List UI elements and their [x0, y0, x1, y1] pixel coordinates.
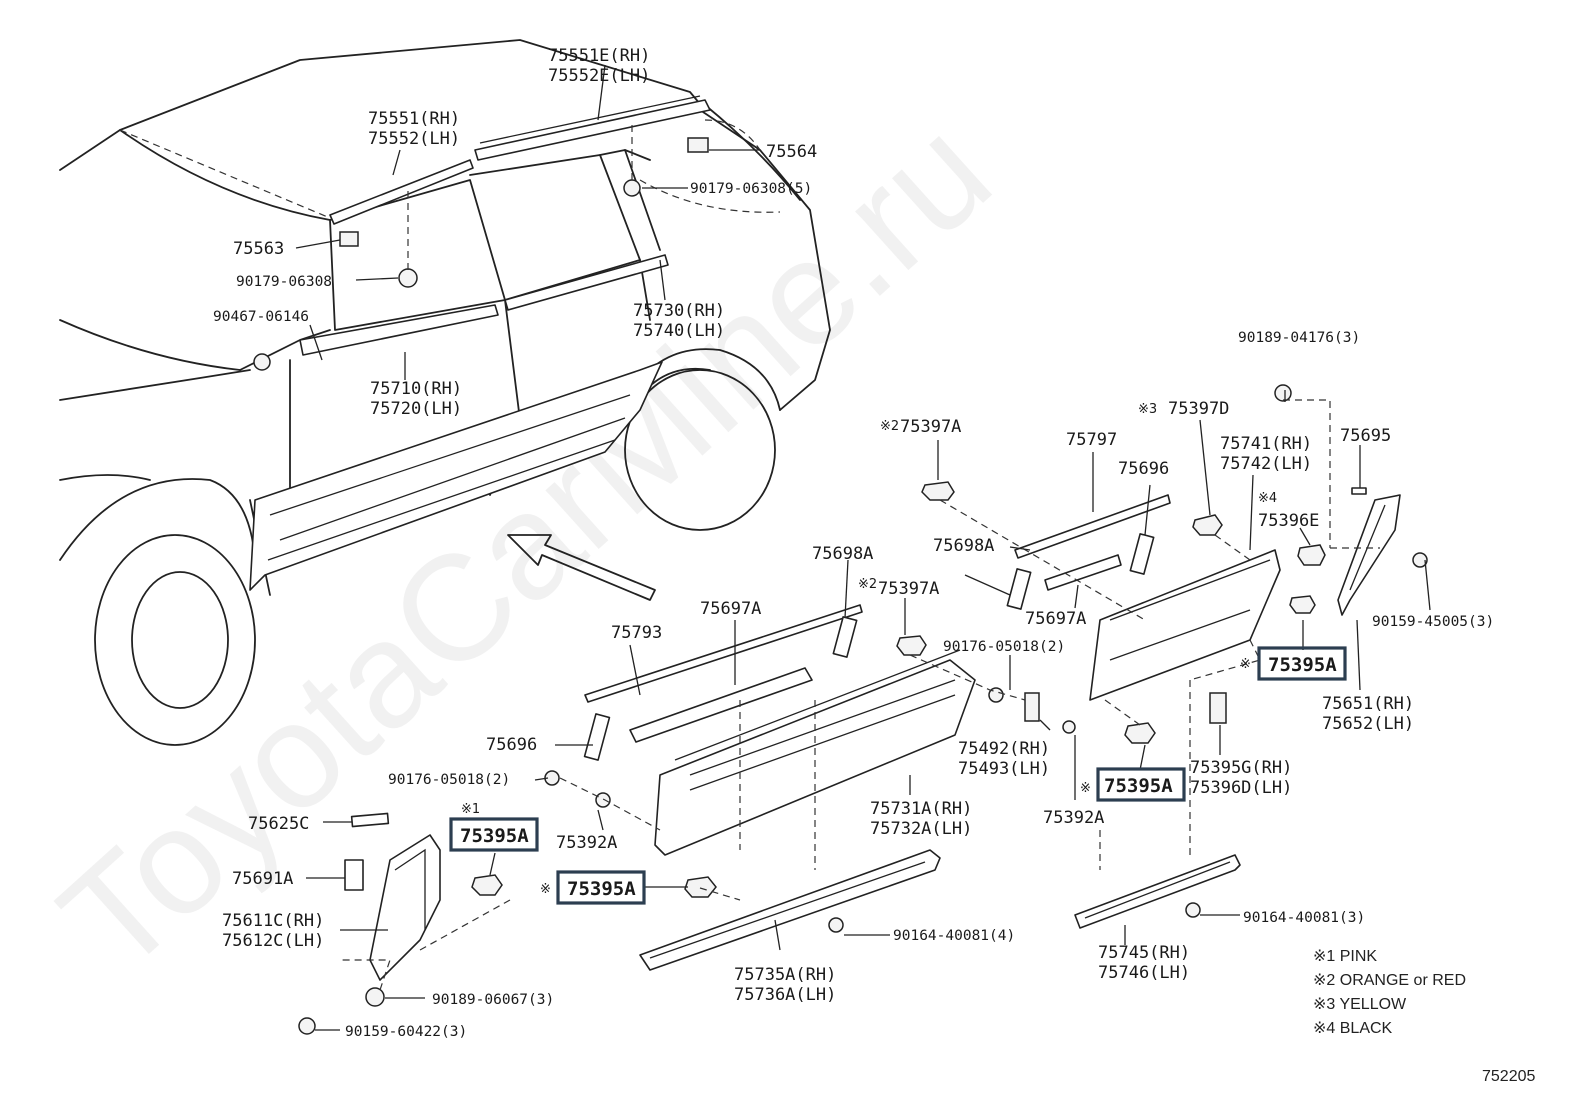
label-75695: 75695: [1340, 426, 1391, 446]
label-75625C: 75625C: [248, 814, 309, 834]
label-75698A-m: 75698A: [812, 544, 873, 564]
mark-2-top: ※2: [880, 419, 899, 434]
label-75793: 75793: [611, 623, 662, 643]
label-90189-06067: 90189-06067(3): [432, 992, 554, 1008]
mark-1: ※1: [461, 802, 480, 817]
label-90189-04176: 90189-04176(3): [1238, 330, 1360, 346]
mark-ref-m: ※: [540, 882, 551, 897]
label-90159-45005: 90159-45005(3): [1372, 614, 1494, 630]
label-75736A: 75736A(LH): [734, 985, 836, 1005]
label-75691A: 75691A: [232, 869, 293, 889]
legend-item-3: ※3 YELLOW: [1313, 996, 1407, 1013]
clip-group: [298, 384, 1428, 1035]
mark-4: ※4: [1258, 491, 1277, 506]
label-75395A-r[interactable]: 75395A: [1268, 654, 1337, 676]
label-75396D: 75396D(LH): [1190, 778, 1292, 798]
label-75392A-l: 75392A: [556, 833, 617, 853]
label-75392A-r: 75392A: [1043, 808, 1104, 828]
label-75652: 75652(LH): [1322, 714, 1414, 734]
label-75745: 75745(RH): [1098, 943, 1190, 963]
label-90467: 90467-06146: [213, 309, 309, 325]
color-legend: ※1 PINK ※2 ORANGE or RED ※3 YELLOW ※4 BL…: [1313, 948, 1466, 1037]
mark-2-mid: ※2: [858, 577, 877, 592]
label-75564: 75564: [766, 142, 817, 162]
label-75395A-l[interactable]: 75395A: [460, 825, 529, 847]
label-90176-l: 90176-05018(2): [388, 772, 510, 788]
label-75742: 75742(LH): [1220, 454, 1312, 474]
highlight-75395A-c: [1096, 767, 1186, 802]
label-75651: 75651(RH): [1322, 694, 1414, 714]
label-90179: 90179-06308: [236, 274, 332, 290]
highlight-75395A-l: [449, 817, 539, 852]
label-75696-r: 75696: [1118, 459, 1169, 479]
mark-ref-r: ※: [1240, 657, 1251, 672]
label-75746: 75746(LH): [1098, 963, 1190, 983]
highlight-75395A-m: [556, 870, 646, 905]
label-75612C: 75612C(LH): [222, 931, 324, 951]
label-90159-60422: 90159-60422(3): [345, 1024, 467, 1040]
label-90164-r: 90164-40081(3): [1243, 910, 1365, 926]
label-75732A: 75732A(LH): [870, 819, 972, 839]
label-75397A-mid: 75397A: [878, 579, 939, 599]
label-75797: 75797: [1066, 430, 1117, 450]
highlight-75395A-r: [1257, 646, 1347, 681]
legend-item-1: ※1 PINK: [1313, 948, 1377, 965]
label-75696-l: 75696: [486, 735, 537, 755]
label-75552E: 75552E(LH): [548, 66, 650, 86]
label-90164-l: 90164-40081(4): [893, 928, 1015, 944]
label-75395A-m[interactable]: 75395A: [567, 878, 636, 900]
label-75396E: 75396E: [1258, 511, 1319, 531]
label-75563: 75563: [233, 239, 284, 259]
label-75730: 75730(RH): [633, 301, 725, 321]
label-75397D: 75397D: [1168, 399, 1229, 419]
label-75551E: 75551E(RH): [548, 46, 650, 66]
label-90179-5: 90179-06308(5): [690, 181, 812, 197]
label-75741: 75741(RH): [1220, 434, 1312, 454]
label-75611C: 75611C(RH): [222, 911, 324, 931]
label-75720: 75720(LH): [370, 399, 462, 419]
exploded-parts: [295, 64, 1431, 1035]
legend-item-2: ※2 ORANGE or RED: [1313, 972, 1466, 989]
label-75397A-top: 75397A: [900, 417, 961, 437]
label-75395G: 75395G(RH): [1190, 758, 1292, 778]
legend-item-4: ※4 BLACK: [1313, 1020, 1393, 1037]
label-75395A-c[interactable]: 75395A: [1104, 775, 1173, 797]
label-75493: 75493(LH): [958, 759, 1050, 779]
label-75710: 75710(RH): [370, 379, 462, 399]
label-75735A: 75735A(RH): [734, 965, 836, 985]
label-75697A-r: 75697A: [1025, 609, 1086, 629]
label-75551: 75551(RH): [368, 109, 460, 129]
label-75697A-m: 75697A: [700, 599, 761, 619]
label-75698A-r: 75698A: [933, 536, 994, 556]
part-labels: 75551E(RH) 75552E(LH) 75551(RH) 75552(LH…: [213, 46, 1494, 1040]
label-75492: 75492(RH): [958, 739, 1050, 759]
vehicle-outline: [59, 39, 831, 746]
label-75731A: 75731A(RH): [870, 799, 972, 819]
label-75552: 75552(LH): [368, 129, 460, 149]
label-90176-r: 90176-05018(2): [943, 639, 1065, 655]
diagram-code: 752205: [1482, 1068, 1535, 1085]
label-75740: 75740(LH): [633, 321, 725, 341]
mark-3: ※3: [1138, 402, 1157, 417]
mark-ref-c: ※: [1080, 781, 1091, 796]
